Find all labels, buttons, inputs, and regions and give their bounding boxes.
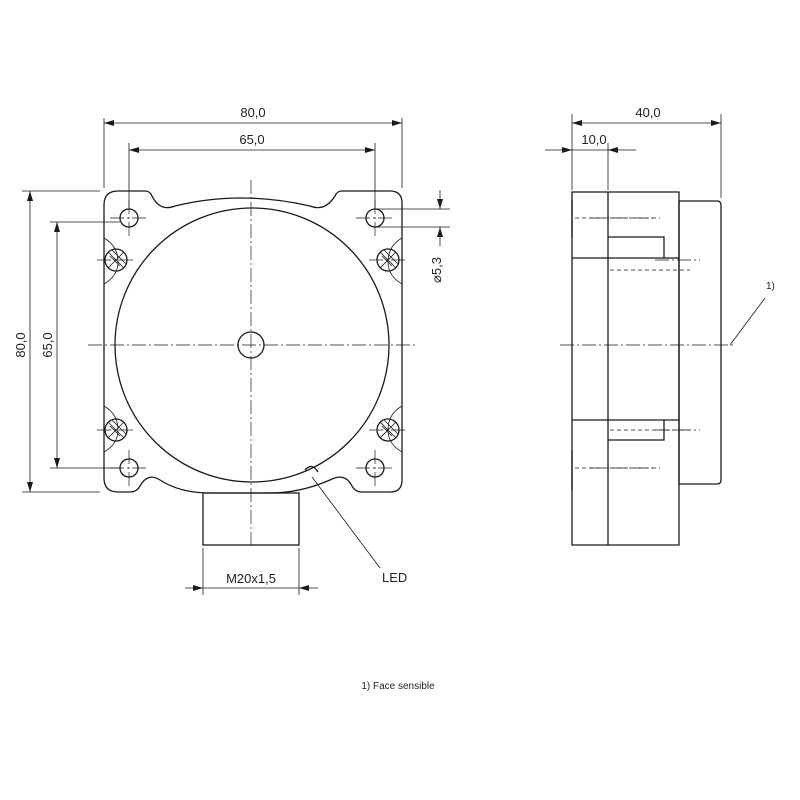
label-led: LED bbox=[382, 570, 407, 585]
side-view bbox=[560, 191, 735, 546]
boss-left-top bbox=[103, 237, 119, 285]
dim-width-outer: 80,0 bbox=[240, 105, 265, 120]
dim-width-holes: 65,0 bbox=[239, 132, 264, 147]
dim-height-holes: 65,0 bbox=[40, 332, 55, 357]
side-sensing-face bbox=[679, 200, 722, 485]
dim-depth: 40,0 bbox=[635, 105, 660, 120]
callout-face: 1) bbox=[766, 281, 775, 292]
footnote: 1) Face sensible bbox=[361, 681, 435, 692]
dim-height-outer: 80,0 bbox=[13, 332, 28, 357]
led-indicator bbox=[304, 465, 319, 473]
housing-outline bbox=[103, 190, 403, 494]
dim-hole-diameter: ⌀5,3 bbox=[429, 257, 444, 283]
dim-flange: 10,0 bbox=[581, 132, 606, 147]
front-view bbox=[88, 180, 416, 546]
dim-thread: M20x1,5 bbox=[226, 571, 276, 586]
side-body-outline bbox=[571, 191, 680, 546]
side-dimensions: 40,0 10,0 1) bbox=[545, 105, 775, 346]
boss-left-bottom bbox=[103, 405, 119, 453]
boss-right-bottom bbox=[387, 405, 403, 453]
front-dimensions: 80,0 65,0 80,0 65,0 ⌀5,3 M20x1,5 LED bbox=[13, 105, 450, 595]
